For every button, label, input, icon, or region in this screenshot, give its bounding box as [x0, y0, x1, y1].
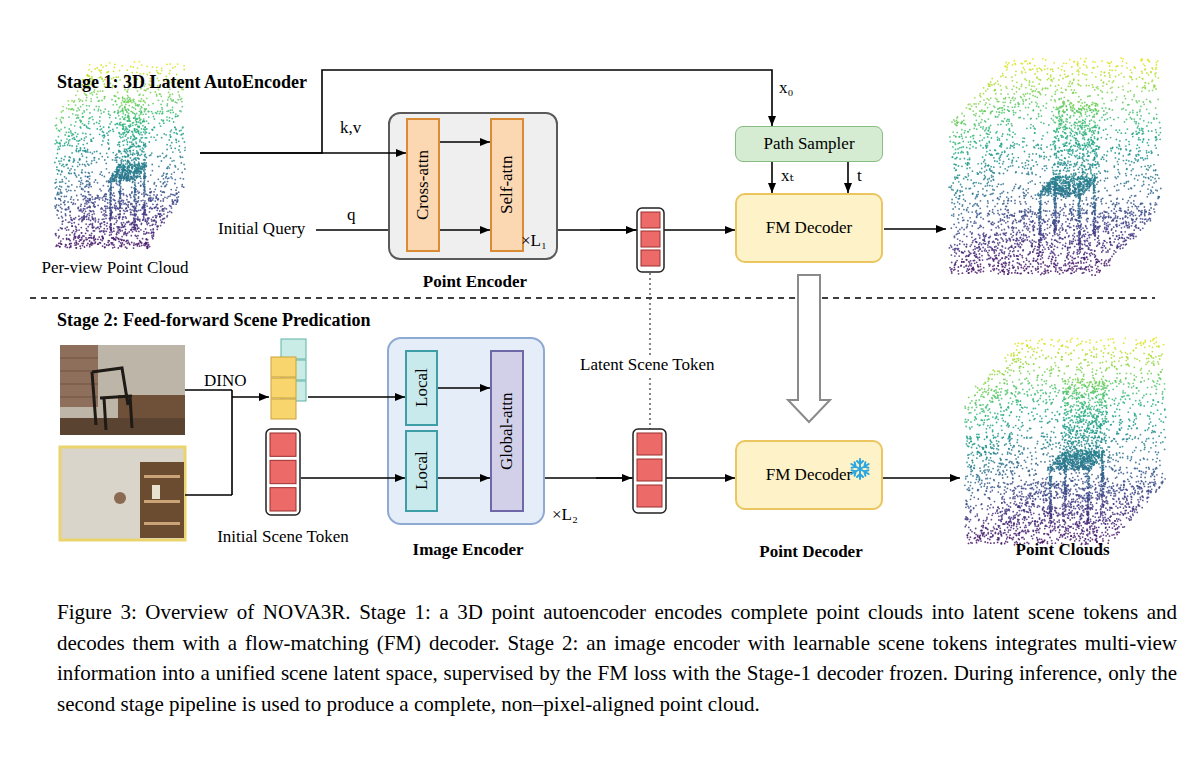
figure: Per-view Point CloudPoint EncoderCross-a…	[0, 0, 1200, 763]
